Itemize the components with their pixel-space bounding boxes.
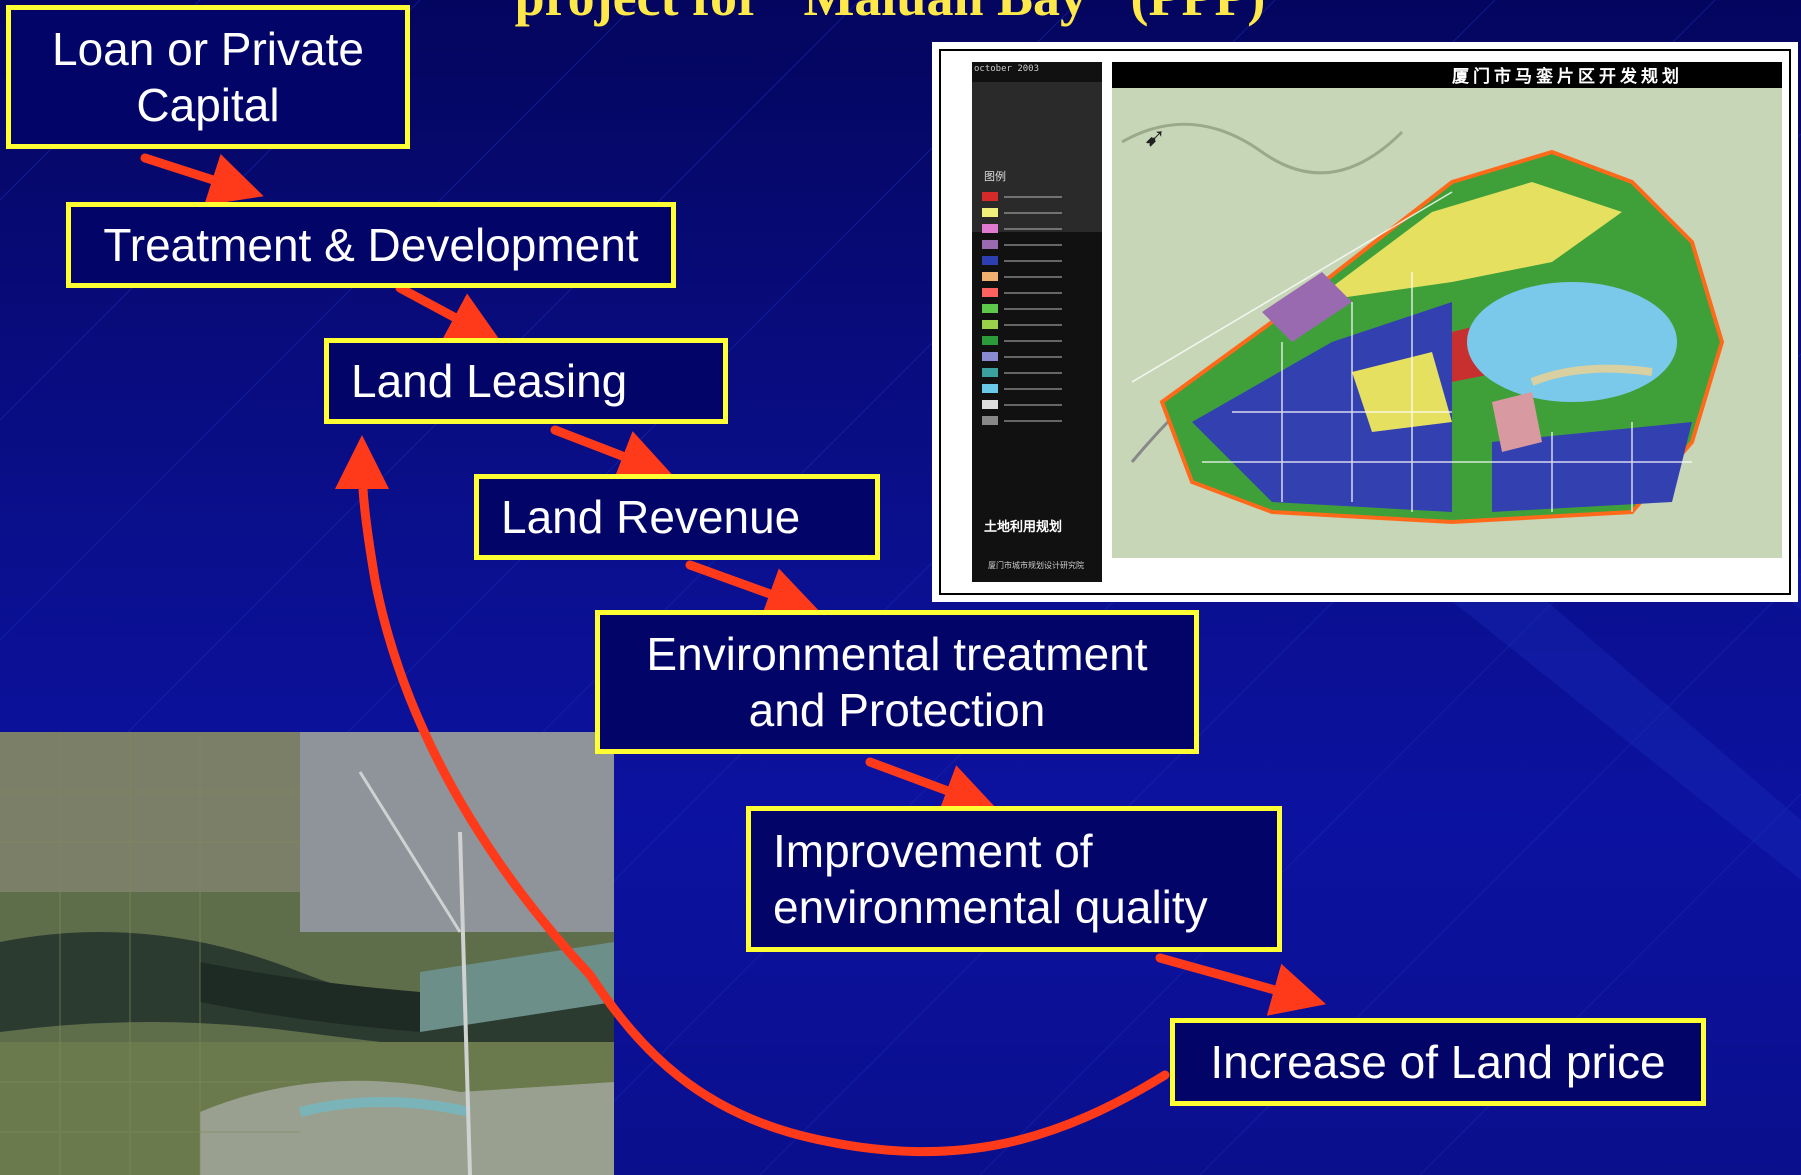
step-environmental-treatment: Environmental treatment and Protection xyxy=(595,610,1199,754)
step-increase-land-price: Increase of Land price xyxy=(1170,1018,1706,1106)
step-land-revenue: Land Revenue xyxy=(474,474,880,560)
map-corner-label: october 2003 xyxy=(974,64,1040,74)
satellite-photo xyxy=(0,732,614,1175)
map-legend-heading: 图例 xyxy=(984,171,1006,183)
map-title: 厦门市马銮片区开发规划 xyxy=(1452,67,1683,86)
step-loan-private-capital: Loan or Private Capital xyxy=(6,5,410,149)
land-use-plan-map: october 2003 厦门市马銮片区开发规划 图例 土地利用规划 厦门市城市… xyxy=(932,42,1798,602)
map-credit: 厦门市城市规划设计研究院 xyxy=(988,561,1084,570)
map-footer-label: 土地利用规划 xyxy=(984,519,1063,534)
north-arrow-icon: ➹ xyxy=(1144,122,1166,152)
step-land-leasing: Land Leasing xyxy=(324,338,728,424)
step-treatment-development: Treatment & Development xyxy=(66,202,676,288)
step-improvement-quality: Improvement of environmental quality xyxy=(746,806,1282,952)
slide-title: project for "Maluan Bay" (PPP) xyxy=(440,0,1340,28)
